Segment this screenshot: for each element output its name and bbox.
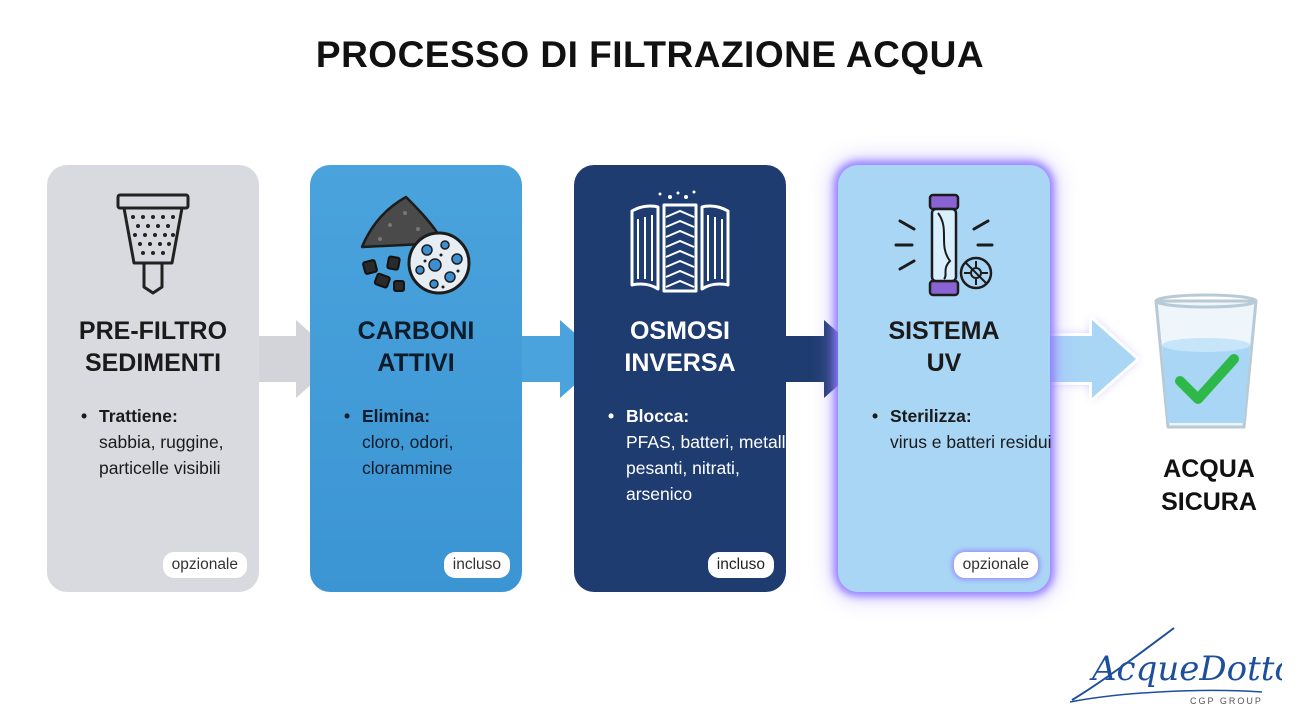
- status-badge: incluso: [707, 552, 774, 578]
- result-label: ACQUA SICURA: [1161, 455, 1257, 516]
- uv-lamp-icon: [894, 193, 994, 297]
- status-badge: incluso: [443, 552, 510, 578]
- page-title: PROCESSO DI FILTRAZIONE ACQUA: [315, 34, 985, 75]
- stage-card-uv: SISTEMA UV Sterilizza: virus e batteri re…: [838, 165, 1051, 592]
- status-badge: opzionale: [162, 552, 247, 578]
- stage-details: Trattiene: sabbia, ruggine, particelle vi…: [69, 403, 277, 481]
- stage-card-carboni: CARBONI ATTIVI Elimina: cloro, odori, clo…: [310, 165, 522, 592]
- activated-carbon-icon: [360, 195, 471, 295]
- stage-card-prefiltro: PRE-FILTRO SEDIMENTI Trattiene: sabbia, r…: [47, 165, 259, 592]
- status-badge: opzionale: [953, 552, 1038, 578]
- stage-card-osmosi: OSMOSI INVERSA Blocca: PFAS, batteri, met…: [574, 165, 789, 592]
- stage-details: Blocca: PFAS, batteri, metalli pesanti, n…: [596, 403, 804, 507]
- stage-details: Sterilizza: virus e batteri residui: [860, 403, 1068, 455]
- water-glass-check-icon: [1154, 293, 1258, 429]
- detail-label: Blocca:: [626, 406, 690, 426]
- stage-name: SISTEMA UV: [888, 317, 1000, 377]
- stage-name: CARBONI ATTIVI: [357, 317, 475, 377]
- logo-script: AcqueDotto: [1089, 649, 1282, 689]
- stage-details: Elimina: cloro, odori, clorammine: [332, 403, 540, 481]
- detail-text: cloro, odori, clorammine: [362, 432, 454, 478]
- detail-text: virus e batteri residui: [890, 432, 1052, 452]
- brand-logo: AcqueDotto CGP GROUP: [1069, 627, 1282, 706]
- stage-name: OSMOSI INVERSA: [624, 317, 736, 377]
- detail-label: Trattiene:: [99, 406, 178, 426]
- stage-name: PRE-FILTRO SEDIMENTI: [78, 317, 228, 377]
- funnel-strainer-icon: [116, 193, 190, 295]
- logo-sub: CGP GROUP: [1190, 696, 1263, 706]
- detail-text: PFAS, batteri, metalli pesanti, nitrati,…: [626, 432, 790, 504]
- membrane-icon: [630, 190, 730, 293]
- detail-text: sabbia, ruggine, particelle visibili: [99, 432, 224, 478]
- detail-label: Sterilizza:: [890, 406, 972, 426]
- detail-label: Elimina:: [362, 406, 431, 426]
- arrow-4: [1037, 317, 1139, 401]
